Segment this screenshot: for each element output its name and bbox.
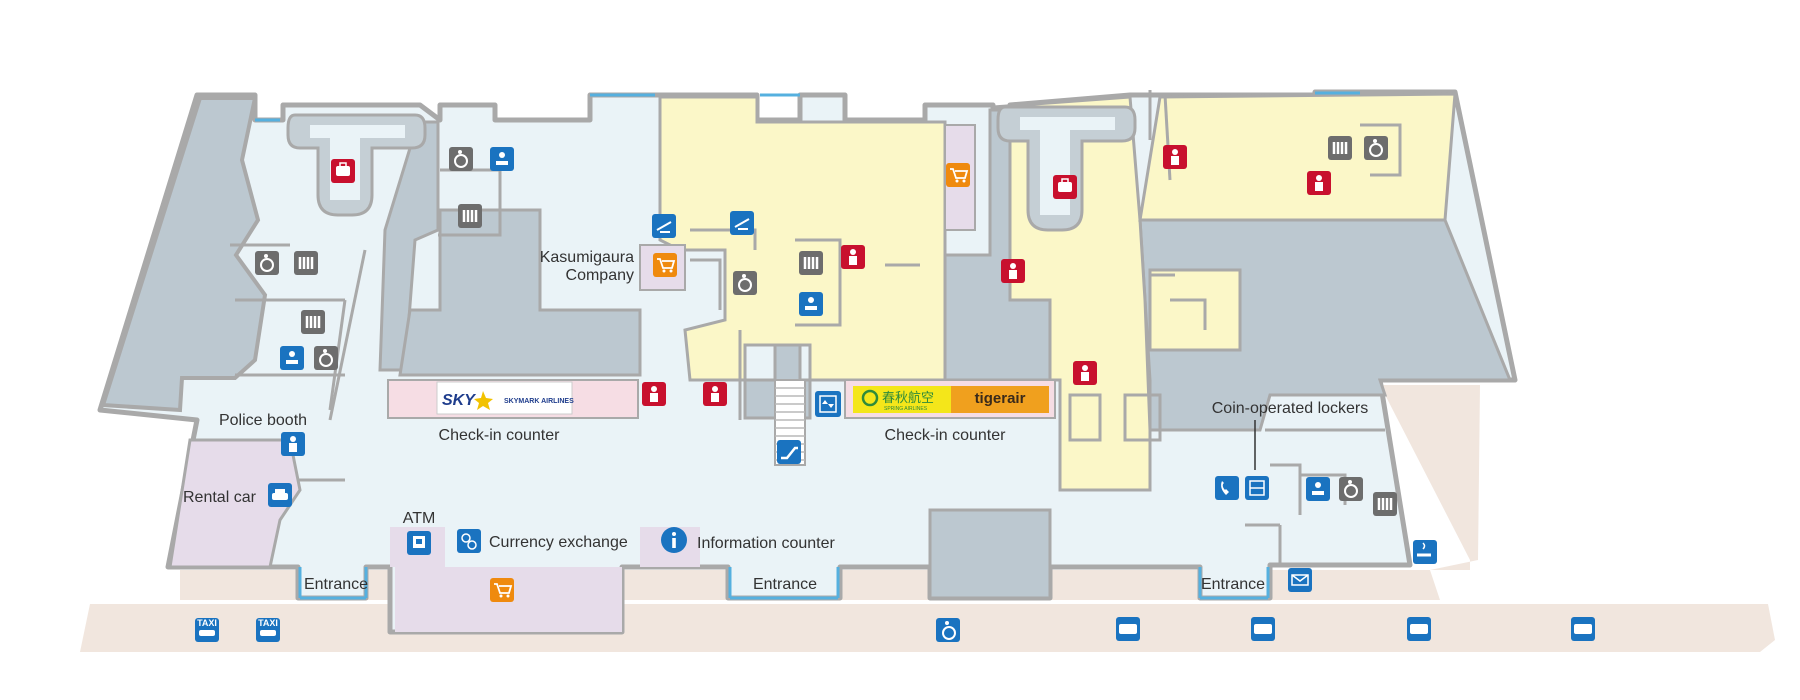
restricted-area-center [398, 208, 642, 377]
svg-text:SKYMARK AIRLINES: SKYMARK AIRLINES [504, 398, 574, 405]
nursing-room-icon[interactable] [1306, 477, 1330, 501]
svg-text:TAXI: TAXI [258, 618, 278, 628]
baggage-carousel-east [996, 105, 1137, 232]
taxi-stand-icon[interactable]: TAXI [195, 618, 219, 642]
bus-stop-icon[interactable] [1407, 617, 1431, 641]
baggage-claim-icon[interactable] [331, 159, 355, 183]
security-check-icon[interactable] [1307, 171, 1331, 195]
check-in-counter-left-label: Check-in counter [439, 427, 561, 444]
bus-stop-icon[interactable] [1571, 617, 1595, 641]
restricted-area-gate [928, 508, 1052, 600]
restroom-icon[interactable] [301, 310, 325, 334]
accessible-restroom-icon[interactable] [733, 271, 757, 295]
accessible-restroom-icon[interactable] [1364, 136, 1388, 160]
restroom-icon[interactable] [294, 251, 318, 275]
baggage-claim-icon[interactable] [1053, 175, 1077, 199]
spring-airlines-logo: 春秋航空 SPRING AIRLINES [853, 386, 951, 413]
check-in-counter-right-label: Check-in counter [885, 427, 1007, 444]
svg-text:SPRING AIRLINES: SPRING AIRLINES [884, 406, 928, 412]
glass-frontage [255, 91, 1360, 600]
accessible-restroom-icon[interactable] [314, 346, 338, 370]
security-check-icon[interactable] [1163, 145, 1187, 169]
taxi-stand-icon[interactable]: TAXI [256, 618, 280, 642]
accessible-parking-icon[interactable] [936, 618, 960, 642]
svg-text:TAXI: TAXI [197, 618, 217, 628]
elevator-icon[interactable] [815, 391, 841, 417]
security-check-icon[interactable] [841, 245, 865, 269]
security-check-icon[interactable] [1073, 361, 1097, 385]
restroom-icon[interactable] [799, 251, 823, 275]
departure-zone-northeast [1138, 92, 1457, 222]
accessible-restroom-icon[interactable] [255, 251, 279, 275]
kasumigaura-company-label: Kasumigaura [540, 249, 634, 266]
bus-stop-icon[interactable] [1116, 617, 1140, 641]
nursing-room-icon[interactable] [490, 147, 514, 171]
tigerair-logo: tigerair [951, 386, 1049, 413]
kasumigaura-company-label-2: Company [566, 267, 634, 284]
shop-icon[interactable] [946, 163, 970, 187]
entrance-center-label: Entrance [753, 576, 817, 593]
restricted-area-west2 [378, 120, 440, 372]
svg-text:SKY: SKY [442, 392, 476, 409]
shop-icon[interactable] [653, 253, 677, 277]
restroom-icon[interactable] [458, 204, 482, 228]
post-box-icon[interactable] [1288, 568, 1312, 592]
smoking-area-icon[interactable] [1413, 540, 1437, 564]
nursing-room-icon[interactable] [799, 292, 823, 316]
coin-operated-lockers-label: Coin-operated lockers [1212, 400, 1369, 417]
arrival-lobby-icon[interactable] [652, 214, 676, 238]
police-booth-label: Police booth [219, 412, 307, 429]
police-booth-icon[interactable] [281, 432, 305, 456]
entrance-east-label: Entrance [1201, 576, 1265, 593]
nursing-room-icon[interactable] [280, 346, 304, 370]
rental-car-icon[interactable] [268, 483, 292, 507]
information-counter-label: Information counter [697, 535, 836, 552]
telephone-icon[interactable] [1215, 476, 1239, 500]
sidewalk [80, 604, 1775, 652]
accessible-restroom-icon[interactable] [449, 147, 473, 171]
currency-exchange-icon[interactable] [457, 529, 481, 553]
escalator-icon[interactable] [777, 440, 801, 464]
rental-car-label: Rental car [183, 489, 257, 506]
svg-text:tigerair: tigerair [975, 390, 1026, 407]
svg-text:春秋航空: 春秋航空 [882, 390, 934, 406]
skymark-airlines-logo: SKY SKYMARK AIRLINES [436, 381, 574, 415]
airline-office-icon[interactable] [642, 382, 666, 406]
bus-stop-icon[interactable] [1251, 617, 1275, 641]
currency-exchange-label: Currency exchange [489, 534, 628, 551]
restroom-icon[interactable] [1328, 136, 1352, 160]
shop-icon[interactable] [490, 578, 514, 602]
restroom-icon[interactable] [1373, 492, 1397, 516]
departure-lobby-icon[interactable] [730, 211, 754, 235]
airline-office-icon[interactable] [703, 382, 727, 406]
departure-zone-lockers [1148, 268, 1242, 352]
shop-kasumigaura [639, 244, 686, 291]
accessible-restroom-icon[interactable] [1339, 477, 1363, 501]
security-check-icon[interactable] [1001, 259, 1025, 283]
information-icon[interactable] [661, 527, 687, 553]
atm-label: ATM [403, 510, 436, 527]
coin-locker-icon[interactable] [1245, 476, 1269, 500]
atm-icon[interactable] [407, 531, 431, 555]
entrance-west-label: Entrance [304, 576, 368, 593]
restricted-area-west [100, 96, 268, 413]
